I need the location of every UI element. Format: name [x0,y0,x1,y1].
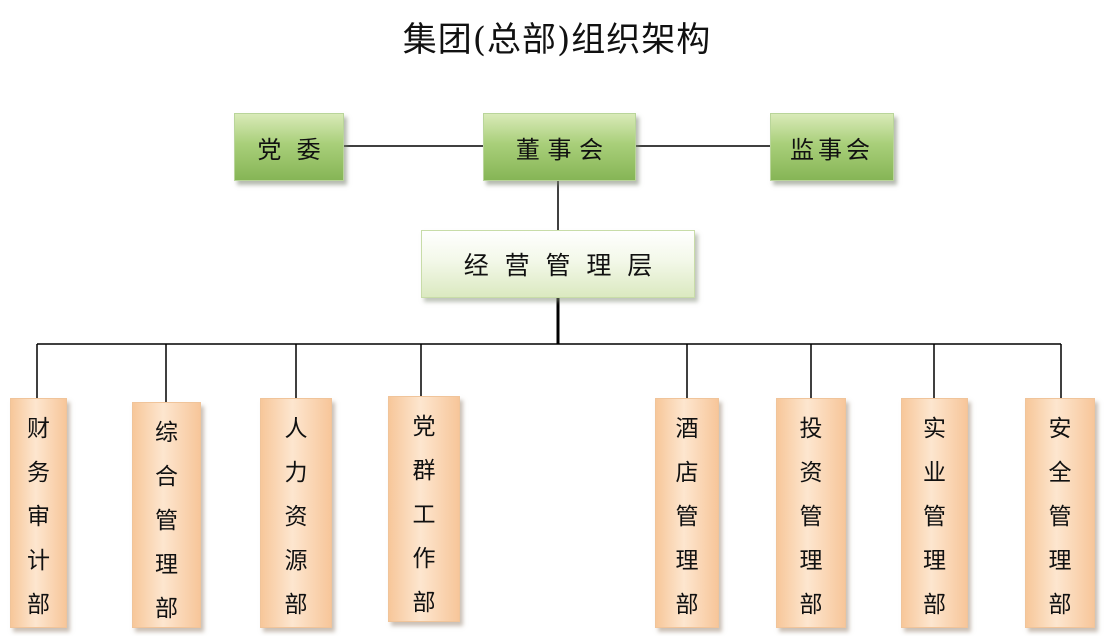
department-char: 管 [675,504,699,530]
party-committee-node: 党 委 [234,113,344,181]
department-char: 合 [155,464,178,490]
department-box-4: 党群工作部 [388,396,460,622]
department-char: 作 [412,546,436,572]
department-char: 理 [1048,548,1072,574]
department-char: 资 [799,460,823,486]
department-box-7: 实业管理部 [901,398,968,628]
department-char: 部 [799,592,823,618]
chart-title: 集团(总部)组织架构 [402,20,712,60]
department-char: 酒 [675,416,699,442]
department-char: 业 [923,460,946,486]
department-char: 党 [412,414,436,440]
department-char: 管 [799,504,823,530]
department-box-8: 安全管理部 [1025,398,1095,628]
department-char: 管 [1048,504,1072,530]
department-char: 理 [675,548,699,574]
department-label: 酒店管理部 [676,407,699,627]
board-of-directors-node: 董 事 会 [483,113,636,181]
department-char: 综 [155,420,178,446]
department-box-3: 人力资源部 [260,398,332,628]
department-label: 党群工作部 [413,405,436,625]
department-char: 源 [284,548,308,574]
department-char: 资 [284,504,308,530]
department-char: 投 [799,416,823,442]
department-label: 投资管理部 [800,407,823,627]
department-label: 安全管理部 [1049,407,1072,627]
department-char: 人 [284,416,308,442]
department-char: 管 [923,504,946,530]
department-label: 实业管理部 [923,407,946,627]
department-char: 理 [799,548,823,574]
department-char: 财 [27,416,50,442]
department-char: 部 [155,596,178,622]
department-box-2: 综合管理部 [132,402,201,628]
department-char: 务 [27,460,50,486]
department-label: 综合管理部 [155,411,178,631]
department-char: 群 [412,458,436,484]
department-char: 全 [1048,460,1072,486]
department-box-1: 财务审计部 [10,398,67,628]
department-char: 部 [412,590,436,616]
department-char: 理 [155,552,178,578]
department-box-6: 投资管理部 [776,398,846,628]
department-char: 实 [923,416,946,442]
department-char: 部 [675,592,699,618]
department-char: 理 [923,548,946,574]
department-char: 部 [284,592,308,618]
department-box-5: 酒店管理部 [655,398,719,628]
department-char: 店 [675,460,699,486]
management-node: 经 营 管 理 层 [421,230,695,298]
department-char: 计 [27,548,50,574]
supervisory-board-node: 监事会 [770,113,894,181]
department-char: 工 [412,502,436,528]
department-label: 财务审计部 [27,407,50,627]
department-char: 安 [1048,416,1072,442]
department-char: 部 [1048,592,1072,618]
department-char: 审 [27,504,50,530]
department-char: 管 [155,508,178,534]
department-char: 部 [27,592,50,618]
department-char: 力 [284,460,308,486]
department-char: 部 [923,592,946,618]
department-label: 人力资源部 [285,407,308,627]
